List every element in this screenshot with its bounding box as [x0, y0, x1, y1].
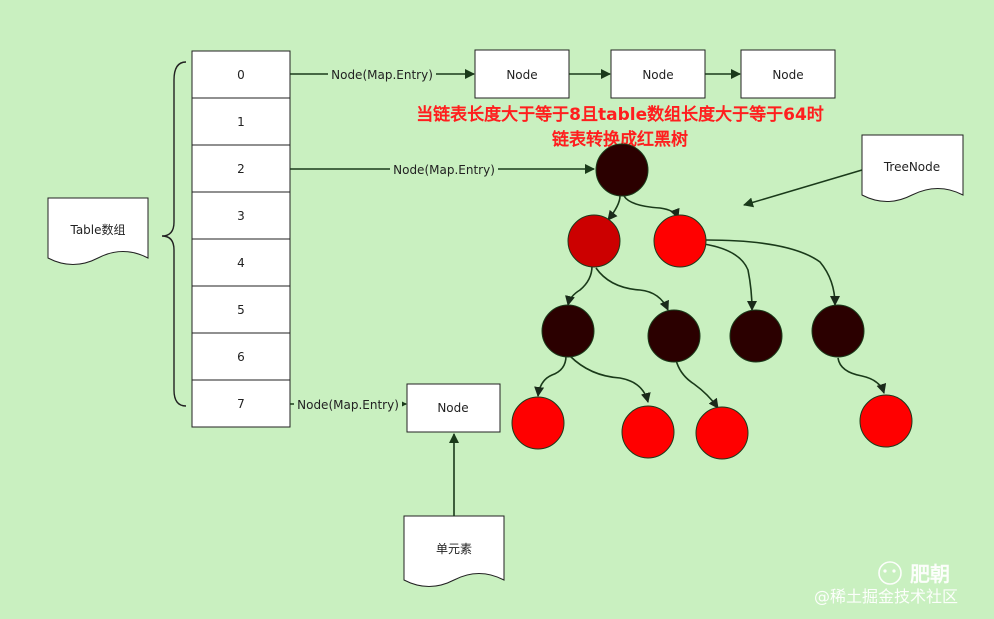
- table-cell: [191, 97, 291, 146]
- chain-node-label: Node: [772, 68, 803, 82]
- table-index: 6: [237, 350, 245, 364]
- table-index: 5: [237, 303, 245, 317]
- table-index: 2: [237, 162, 245, 176]
- treenode-label: TreeNode: [883, 160, 940, 174]
- watermark: 肥朝 @稀土掘金技术社区: [814, 561, 958, 606]
- red-tree-node: [695, 406, 749, 460]
- red-tree-node: [653, 214, 707, 268]
- black-tree-node: [647, 309, 701, 363]
- table-cell: [191, 144, 291, 193]
- row0-connector-label: Node(Map.Entry): [331, 68, 433, 82]
- table-label: Table数组: [69, 222, 125, 237]
- wechat-icon: [878, 561, 902, 585]
- caption-line1: 当链表长度大于等于8且table数组长度大于等于64时: [416, 104, 824, 125]
- single-node-label: Node: [437, 401, 468, 415]
- chain-node: [610, 49, 706, 99]
- red-tree-node: [567, 214, 621, 268]
- element-label: 单元素: [436, 542, 472, 556]
- single-node: [406, 383, 501, 433]
- table-label-doc: Table数组: [47, 197, 149, 265]
- linked-list: Node Node Node: [474, 49, 836, 99]
- element-doc: 单元素: [403, 515, 505, 587]
- caption-line2: 链表转换成红黑树: [552, 129, 688, 150]
- chain-node: [740, 49, 836, 99]
- table-cell: [191, 191, 291, 240]
- black-tree-node: [811, 304, 865, 358]
- treenode-arrow: [743, 169, 863, 208]
- table-brace: [161, 61, 187, 407]
- table-index: 0: [237, 68, 245, 82]
- table-index: 3: [237, 209, 245, 223]
- watermark-account: 肥朝: [910, 562, 950, 586]
- table-cell: [191, 379, 291, 428]
- row2-connector-label: Node(Map.Entry): [393, 163, 495, 177]
- chain-node-label: Node: [506, 68, 537, 82]
- red-black-tree: [511, 143, 913, 460]
- red-tree-node: [511, 396, 565, 450]
- table-array: 0 1 2 3 4 5 6 7: [191, 50, 291, 428]
- watermark-site: @稀土掘金技术社区: [814, 587, 958, 606]
- row2-label-bg: [390, 161, 498, 177]
- table-cell: [191, 285, 291, 334]
- table-index: 4: [237, 256, 245, 270]
- black-tree-node: [729, 309, 783, 363]
- red-tree-node: [859, 394, 913, 448]
- black-tree-node: [595, 143, 649, 197]
- row7-connector-label: Node(Map.Entry): [297, 398, 399, 412]
- table-index: 1: [237, 115, 245, 129]
- row7-label-bg: [294, 396, 402, 412]
- treenode-doc: TreeNode: [861, 134, 964, 202]
- black-tree-node: [541, 304, 595, 358]
- red-tree-node: [621, 405, 675, 459]
- tree-edges: [534, 195, 887, 409]
- table-cell: [191, 50, 291, 99]
- chain-node-label: Node: [642, 68, 673, 82]
- table-index: 7: [237, 397, 245, 411]
- row0-label-bg: [328, 66, 436, 82]
